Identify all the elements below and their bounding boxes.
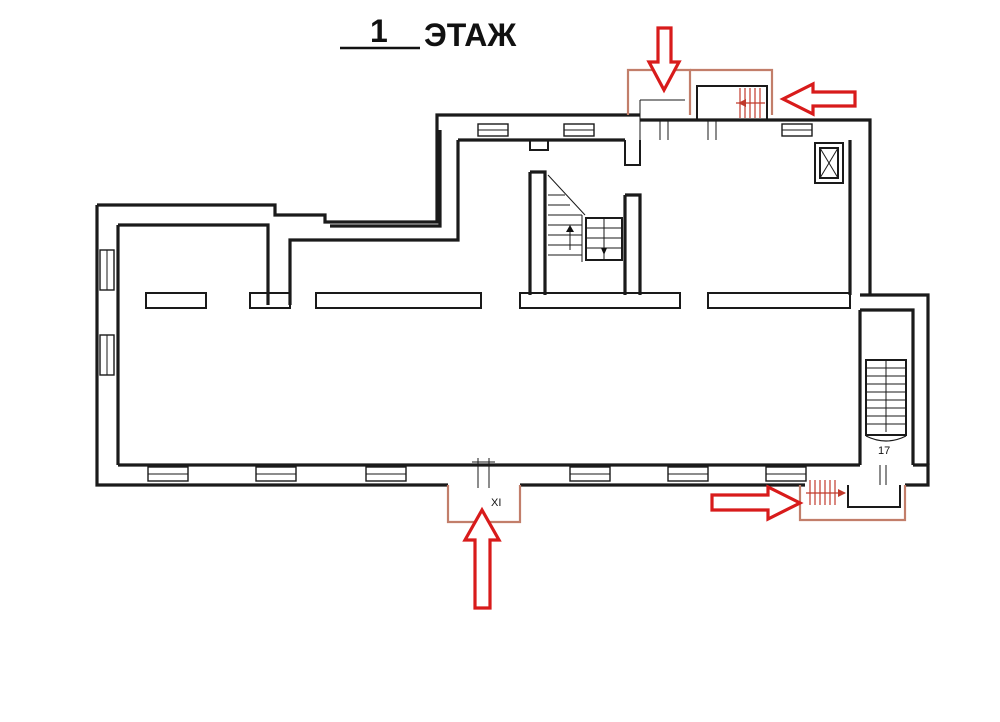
bottom-exterior-staircase bbox=[806, 480, 846, 505]
red-arrow-icon bbox=[462, 506, 502, 610]
central-staircase bbox=[547, 174, 623, 262]
left-windows bbox=[99, 249, 115, 376]
stair-number-label: 17 bbox=[878, 445, 890, 457]
interior-walls bbox=[145, 140, 851, 309]
floor-label: ЭТАЖ bbox=[424, 17, 517, 53]
top-entrance-extension bbox=[626, 68, 774, 140]
outer-walls bbox=[95, 113, 930, 487]
top-windows bbox=[477, 123, 813, 137]
right-staircase: 17 bbox=[865, 359, 907, 485]
entrance-marker-label: XI bbox=[491, 497, 501, 509]
red-arrow-icon bbox=[779, 81, 857, 117]
red-arrow-icon bbox=[646, 26, 682, 94]
bottom-windows bbox=[147, 458, 807, 488]
floor-title: 1 ЭТАЖ bbox=[340, 13, 517, 53]
floor-number: 1 bbox=[370, 13, 388, 49]
bottom-right-entrance-extension bbox=[798, 480, 907, 522]
top-exterior-staircase bbox=[736, 88, 765, 118]
elevator-shaft-icon bbox=[814, 142, 844, 184]
red-arrow-icon bbox=[710, 484, 804, 522]
